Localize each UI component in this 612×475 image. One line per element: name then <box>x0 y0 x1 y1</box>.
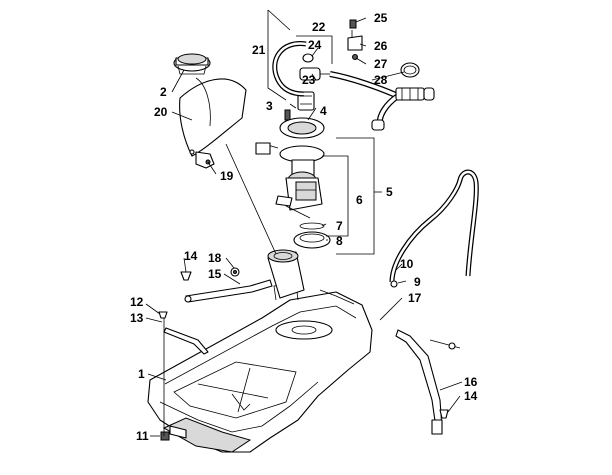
callout-25: 25 <box>374 11 388 25</box>
callout-13: 13 <box>130 311 144 325</box>
callout-12: 12 <box>130 295 144 309</box>
pump-gasket-ring <box>279 117 325 139</box>
callout-4: 4 <box>320 104 327 118</box>
strap-16 <box>431 419 443 435</box>
bracket-13 <box>163 327 209 355</box>
fuel-pump-module <box>255 142 325 219</box>
callout-14-upper: 14 <box>184 249 198 263</box>
callout-11: 11 <box>136 429 149 443</box>
callout-10: 10 <box>400 257 414 271</box>
callout-28: 28 <box>374 73 388 87</box>
callout-17: 17 <box>408 291 422 305</box>
callout-1: 1 <box>138 367 145 381</box>
callout-6: 6 <box>356 193 363 207</box>
hold-down-strap-15 <box>184 279 273 303</box>
callout-24: 24 <box>308 38 322 52</box>
screw-14-upper <box>180 271 192 281</box>
callout-20: 20 <box>154 105 168 119</box>
fuel-filler-shroud <box>179 77 247 157</box>
screw-3 <box>284 109 291 121</box>
callout-5: 5 <box>386 185 393 199</box>
vent-valve-26 <box>347 30 363 51</box>
callout-27: 27 <box>374 57 388 71</box>
callout-labels: 1 2 3 4 5 6 7 8 9 10 11 12 13 14 14 15 1… <box>130 11 478 443</box>
fitting-25 <box>349 19 357 29</box>
shroud-clip <box>195 151 215 169</box>
callout-7: 7 <box>336 219 343 233</box>
filler-neck <box>267 249 305 299</box>
strap-17 <box>395 329 461 429</box>
callout-22: 22 <box>312 20 326 34</box>
callout-26: 26 <box>374 39 388 53</box>
callout-14-lower: 14 <box>464 389 478 403</box>
callout-23: 23 <box>302 73 316 87</box>
group-bracket-21 <box>267 9 291 101</box>
callout-3: 3 <box>266 99 273 113</box>
fuel-cap-assembly <box>173 53 211 75</box>
nut-18 <box>230 267 240 277</box>
fuel-filter-23 <box>299 67 332 81</box>
leader-lines <box>145 17 463 437</box>
callout-16: 16 <box>464 375 478 389</box>
group-bracket-22 <box>296 35 333 64</box>
clamp-24 <box>302 53 314 63</box>
fuel-tank <box>147 283 373 453</box>
fuel-line-main <box>329 71 435 131</box>
callout-21: 21 <box>252 43 266 57</box>
vent-fitting-9 <box>390 280 398 288</box>
callout-9: 9 <box>414 275 421 289</box>
vent-hose-10 <box>389 169 479 283</box>
group-bracket-5 <box>336 137 382 255</box>
callout-2: 2 <box>160 85 167 99</box>
callout-15: 15 <box>208 267 222 281</box>
pump-seal-7 <box>299 222 325 230</box>
tank-mount-11 <box>160 425 187 441</box>
callout-19: 19 <box>220 169 234 183</box>
callout-18: 18 <box>208 251 222 265</box>
group-bracket-6 <box>322 155 349 237</box>
callout-8: 8 <box>336 234 343 248</box>
screw-12 <box>158 311 168 319</box>
clamp-ring-28 <box>400 62 420 78</box>
pump-ring-8 <box>293 231 331 249</box>
fuel-line-21 <box>272 41 307 97</box>
screw-14-lower <box>439 409 449 419</box>
